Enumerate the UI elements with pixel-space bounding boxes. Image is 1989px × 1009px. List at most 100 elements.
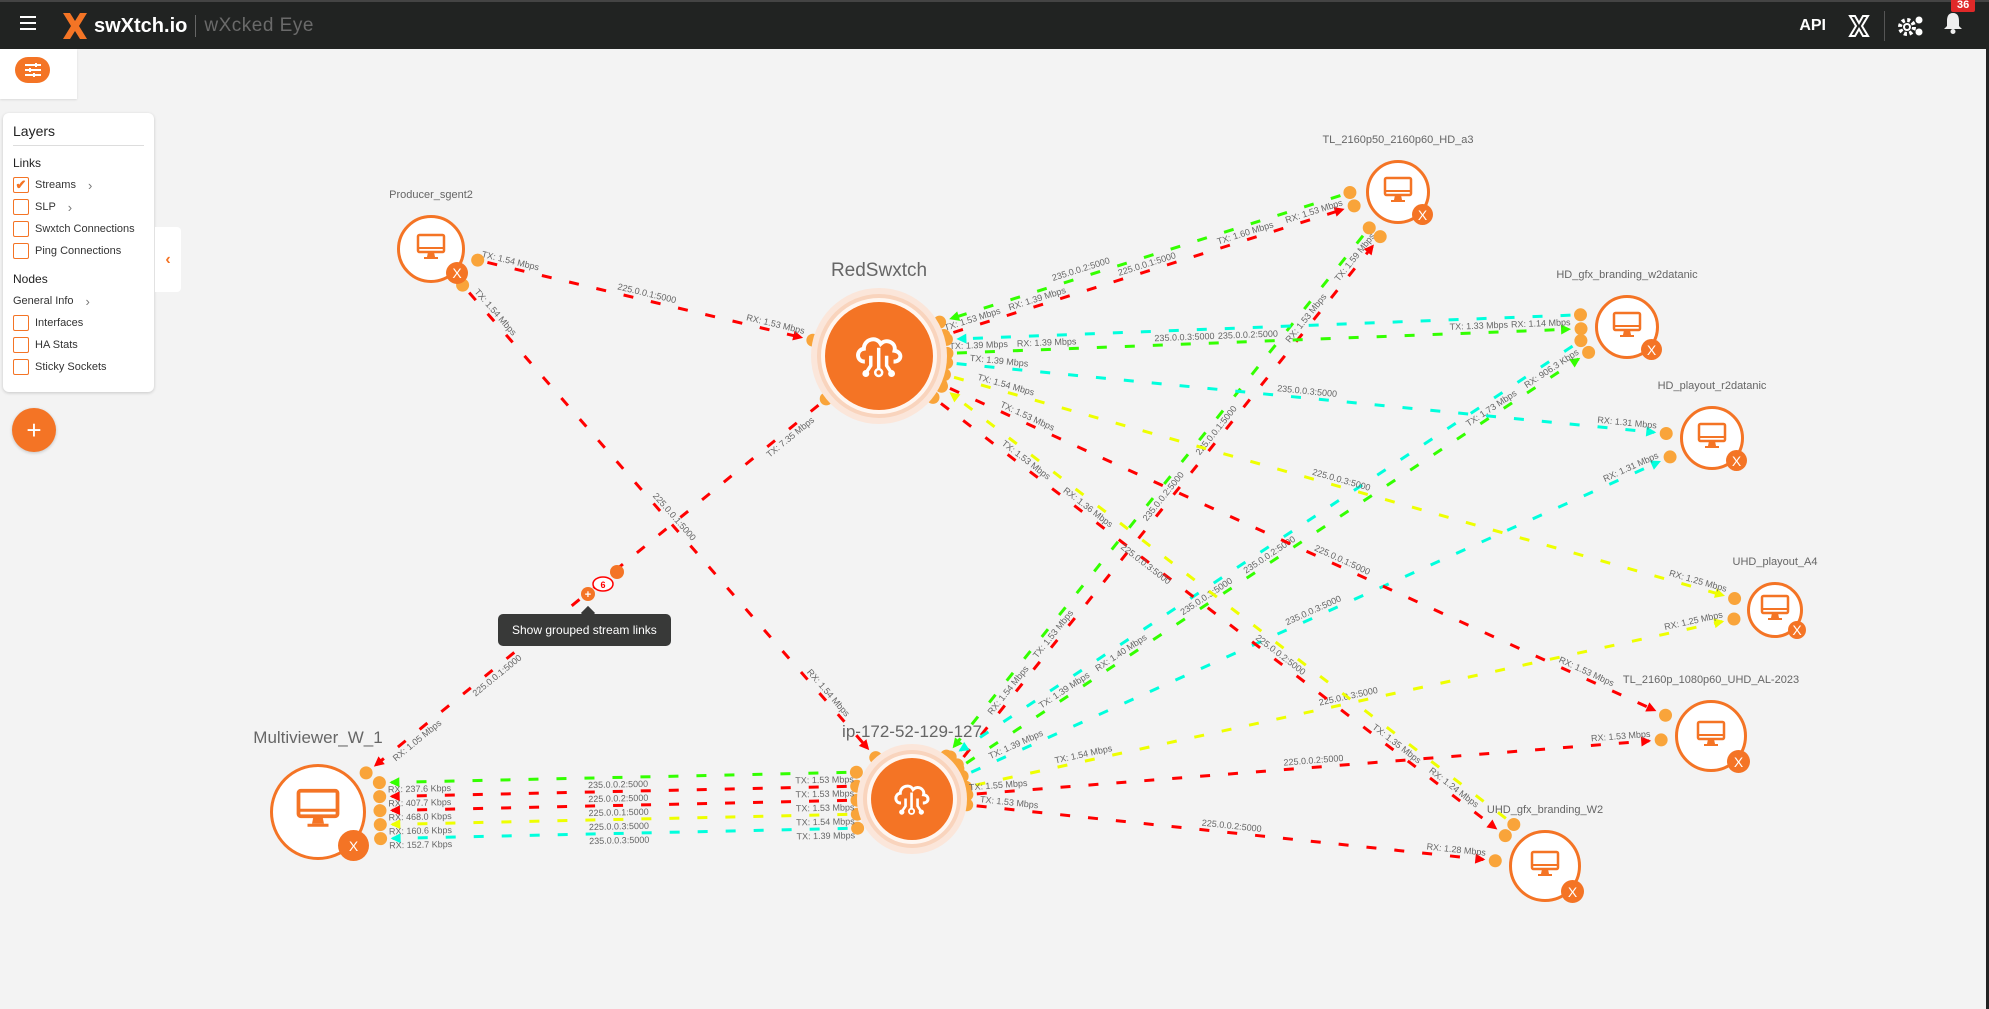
node-hdplay[interactable]: X — [1680, 406, 1747, 471]
general-info-label: General Info — [13, 295, 74, 307]
tx-rate-label: TX: 7.35 Mbps — [764, 414, 816, 459]
swxtch-x-icon[interactable] — [1848, 14, 1870, 37]
checkbox[interactable]: ✔ — [13, 177, 29, 193]
layers-title: Layers — [13, 123, 144, 146]
arrow-icon — [1640, 736, 1652, 747]
node-ip[interactable] — [871, 758, 953, 840]
tx-rate-label: TX: 1.73 Mbps — [1464, 388, 1519, 429]
link-line — [956, 327, 1570, 355]
multicast-group-label: 225.0.0.1:5000 — [1193, 404, 1238, 457]
node-tla3[interactable]: X — [1366, 160, 1433, 225]
node-label: ip-172-52-129-127 — [842, 722, 982, 741]
node-producer[interactable]: X — [397, 215, 468, 284]
node-mv[interactable]: X — [270, 764, 369, 861]
arrow-icon — [949, 392, 961, 403]
layer-label: Streams — [35, 179, 76, 191]
tx-rate-label: TX: 1.53 Mbps — [1000, 438, 1053, 482]
checkbox[interactable] — [13, 221, 29, 237]
tx-rate-label: TX: 1.54 Mbps — [796, 816, 855, 827]
arrow-icon — [389, 791, 400, 802]
rx-rate-label: RX: 906.3 Kbps — [1522, 347, 1581, 390]
link-line — [959, 344, 1574, 752]
multicast-group-label: 235.0.0.2:5000 — [1051, 255, 1111, 283]
plus-icon: + — [585, 589, 591, 601]
chevron-right-icon: › — [67, 199, 73, 215]
swxtch-agent-badge-icon: X — [446, 262, 468, 284]
filter-button[interactable] — [15, 57, 50, 83]
collapse-panel-button[interactable]: ‹ — [155, 227, 181, 292]
endpoint-dot — [935, 379, 949, 393]
link-line — [953, 375, 1724, 597]
multicast-group-label: 225.0.0.2:5000 — [588, 793, 648, 804]
multicast-group-label: 225.0.0.2:5000 — [1283, 753, 1344, 768]
node-hdgfx[interactable]: X — [1595, 295, 1662, 360]
general-info-toggle[interactable]: General Info› — [13, 290, 144, 312]
arrow-icon — [1333, 207, 1345, 217]
logo[interactable]: swXtch.io wXcked Eye — [60, 11, 314, 41]
node-red[interactable] — [825, 302, 933, 410]
ungroup-icon — [610, 565, 624, 579]
checkbox[interactable] — [13, 243, 29, 259]
arrow-icon — [1645, 702, 1657, 712]
top-bar: swXtch.io wXcked Eye API 36 — [0, 0, 1989, 49]
multicast-group-label: 235.0.0.3:5000 — [1154, 331, 1214, 343]
multicast-group-label: 225.0.0.1:5000 — [471, 653, 524, 699]
endpoint-dot — [372, 776, 386, 790]
checkbox[interactable] — [13, 199, 29, 215]
node-uhdgfx[interactable]: X — [1509, 830, 1584, 903]
checkbox[interactable] — [13, 359, 29, 375]
notifications-button[interactable]: 36 — [1943, 0, 1976, 39]
layer-toggle-ha-stats[interactable]: HA Stats — [13, 334, 144, 356]
endpoint-dot — [1728, 592, 1742, 606]
layer-toggle-streams[interactable]: ✔Streams› — [13, 174, 144, 196]
arrow-icon — [949, 311, 961, 321]
cloud-network-icon — [889, 776, 934, 821]
layer-toggle-interfaces[interactable]: Interfaces — [13, 312, 144, 334]
node-uhda4[interactable]: X — [1747, 582, 1806, 639]
menu-icon[interactable] — [20, 16, 36, 30]
layer-toggle-sticky-sockets[interactable]: Sticky Sockets — [13, 356, 144, 378]
arrow-icon — [389, 777, 400, 788]
node-tluhd[interactable]: X — [1675, 700, 1750, 773]
layer-toggle-slp[interactable]: SLP › — [13, 196, 144, 218]
node-label: TL_2160p_1080p60_UHD_AL-2023 — [1622, 674, 1800, 686]
multicast-group-label: 225.0.0.1:5000 — [651, 491, 698, 543]
checkbox[interactable] — [13, 337, 29, 353]
settings-gears-icon[interactable] — [1897, 14, 1925, 38]
multicast-group-label: 225.0.0.1:5000 — [617, 282, 678, 306]
checkbox[interactable] — [13, 315, 29, 331]
endpoint-dot — [373, 790, 387, 804]
tx-rate-label: TX: 1.53 Mbps — [1031, 608, 1076, 660]
api-button[interactable]: API — [1799, 16, 1826, 34]
multicast-group-label: 235.0.0.3:5000 — [1179, 576, 1235, 617]
layer-toggle-swxtch-connections[interactable]: Swxtch Connections — [13, 218, 144, 240]
scrollbar[interactable] — [1986, 49, 1989, 1009]
add-button[interactable]: + — [12, 408, 56, 452]
grouped-links-control[interactable]: +6 — [581, 565, 624, 601]
monitor-icon — [1612, 311, 1642, 344]
arrow-icon — [858, 739, 870, 751]
layer-toggle-ping-connections[interactable]: Ping Connections — [13, 240, 144, 262]
arrow-icon — [1713, 588, 1725, 598]
multicast-group-label: 235.0.0.2:5000 — [1242, 534, 1298, 575]
layer-label: Sticky Sockets — [35, 361, 107, 373]
layer-label: SLP — [35, 201, 56, 213]
